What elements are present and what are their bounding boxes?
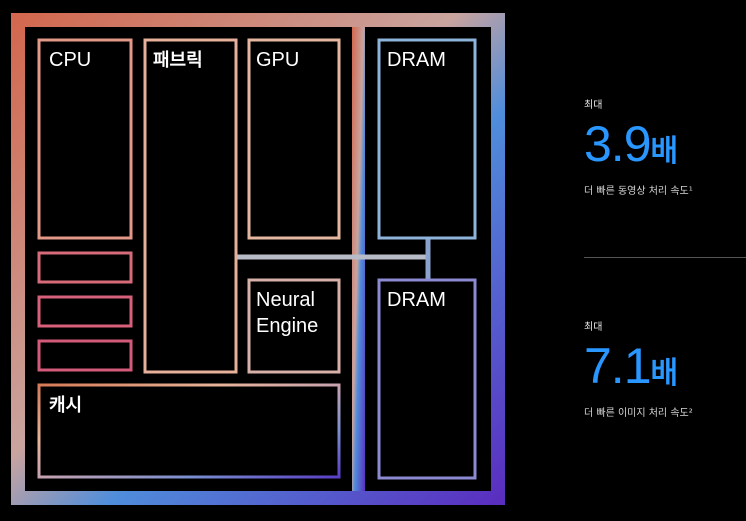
cache-block: [37, 383, 341, 479]
stat-divider: [584, 257, 746, 258]
stat-prefix: 최대: [584, 100, 603, 111]
connectors: [131, 136, 431, 385]
fabric-label: 패브릭: [153, 50, 203, 71]
dram-top-label: DRAM: [387, 49, 446, 71]
stat-description: 더 빠른 동영상 처리 속도¹: [584, 186, 693, 197]
stat-value: 3.9: [584, 116, 652, 172]
cpu-block: [37, 38, 133, 240]
stat-image: 최대 7.1배 더 빠른 이미지 처리 속도²: [584, 318, 693, 419]
fabric-block: [143, 38, 238, 374]
small-block-1: [37, 251, 133, 284]
stat-unit: 배: [650, 134, 679, 169]
dram-bottom-label: DRAM: [387, 289, 446, 311]
stat-value-row: 7.1배: [584, 341, 693, 392]
gpu-block: [247, 38, 341, 240]
stat-prefix: 최대: [584, 322, 603, 333]
stat-unit: 배: [650, 356, 679, 391]
stat-video: 최대 3.9배 더 빠른 동영상 처리 속도¹: [584, 96, 693, 197]
small-block-3: [37, 339, 133, 372]
cpu-label: CPU: [49, 49, 91, 71]
stat-value: 7.1: [584, 338, 652, 394]
stat-description: 더 빠른 이미지 처리 속도²: [584, 408, 693, 419]
neural-engine-label-1: Neural: [256, 289, 315, 311]
stat-value-row: 3.9배: [584, 119, 693, 170]
chip-diagram: CPU 패브릭 GPU DRAM Neural Engine DRAM 캐시: [11, 13, 505, 505]
small-block-2: [37, 295, 133, 328]
gpu-label: GPU: [256, 49, 299, 71]
dram-top-block: [377, 38, 477, 240]
neural-engine-label-2: Engine: [256, 315, 318, 337]
neural-engine-block: [247, 278, 341, 374]
cache-label: 캐시: [49, 395, 82, 416]
dram-bottom-block: [377, 278, 477, 480]
